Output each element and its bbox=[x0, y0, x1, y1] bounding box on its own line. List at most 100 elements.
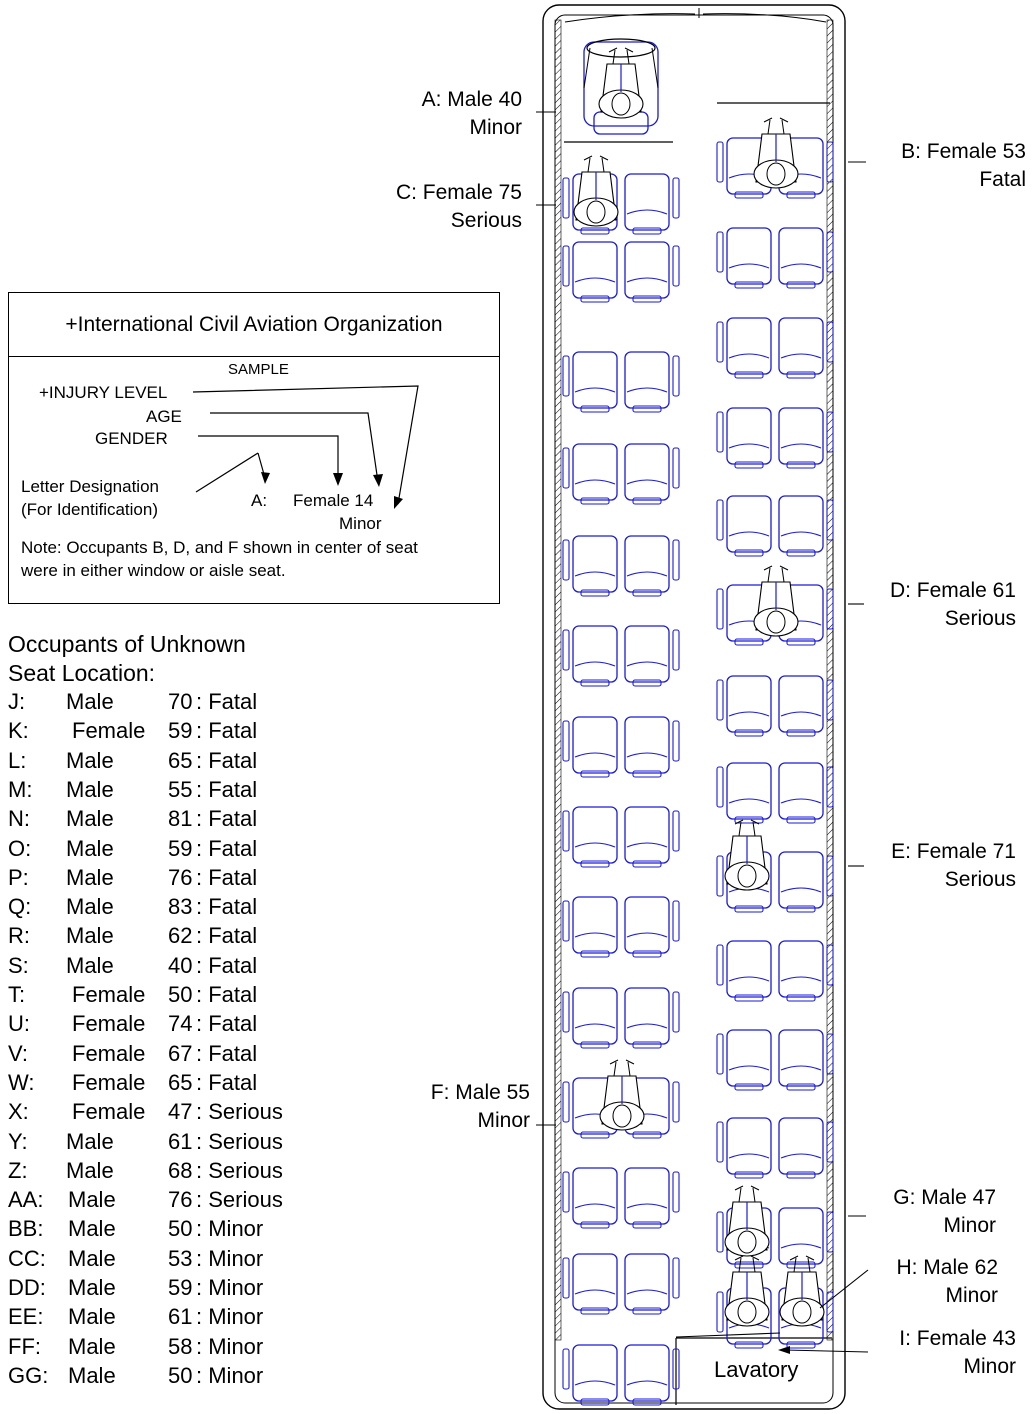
occupant-gender: Male bbox=[68, 1362, 116, 1388]
occupant-injury: : Fatal bbox=[196, 894, 258, 920]
seat bbox=[726, 407, 772, 469]
left-wall-hatch bbox=[554, 19, 562, 1341]
seat bbox=[726, 317, 772, 379]
occupant-id: Z: bbox=[8, 1157, 28, 1183]
occupant-gender: Male bbox=[68, 1245, 116, 1271]
occupant-id: X: bbox=[8, 1099, 29, 1125]
seat bbox=[572, 987, 618, 1049]
occupant-gender: Female bbox=[72, 1069, 146, 1095]
seat bbox=[572, 241, 618, 303]
callout-e-label: E: Female 71 bbox=[891, 840, 1016, 863]
occupant-id: CC: bbox=[8, 1245, 46, 1271]
legend-example-letter: A: bbox=[251, 491, 268, 510]
callout-i: I: Female 43 Minor bbox=[899, 1325, 1016, 1381]
callout-f-label: F: Male 55 bbox=[430, 1081, 530, 1104]
occupant-gender: Male bbox=[68, 1187, 116, 1213]
legend-injury-level: +INJURY LEVEL bbox=[39, 383, 168, 402]
occupant-age: 74 bbox=[168, 1011, 193, 1037]
seat bbox=[726, 762, 772, 824]
occupant-age: 83 bbox=[168, 894, 193, 920]
seat-pair-left bbox=[562, 1167, 680, 1229]
legend-age: AGE bbox=[146, 407, 182, 426]
occupant-figures bbox=[573, 47, 825, 1327]
seat bbox=[778, 407, 824, 469]
occupant-a bbox=[598, 47, 644, 119]
occupant-gender: Male bbox=[66, 689, 114, 714]
unknown-heading-line1: Occupants of Unknown bbox=[8, 631, 246, 657]
attendant-seat bbox=[583, 38, 659, 135]
occupant-injury: : Minor bbox=[196, 1304, 264, 1330]
occupant-gender: Male bbox=[66, 776, 114, 802]
occupant-id: DD: bbox=[8, 1275, 46, 1300]
front-panel-right bbox=[702, 13, 827, 23]
seat bbox=[778, 1207, 824, 1269]
occupant-age: 59 bbox=[168, 835, 193, 861]
occupant-injury: : Fatal bbox=[196, 776, 258, 802]
callout-g-label: G: Male 47 bbox=[893, 1186, 996, 1209]
callout-leaders bbox=[536, 111, 869, 1354]
seat bbox=[778, 227, 824, 289]
seat bbox=[778, 851, 824, 913]
legend-gender: GENDER bbox=[95, 429, 168, 448]
occupant-age: 50 bbox=[168, 1362, 193, 1388]
legend-sample-box: SAMPLE +INJURY LEVEL AGE GENDER Letter D… bbox=[8, 356, 500, 604]
callout-h: H: Male 62 Minor bbox=[896, 1254, 998, 1310]
seat-pair-left bbox=[562, 1344, 680, 1406]
occupant-age: 70 bbox=[168, 689, 193, 714]
seat-pair-right bbox=[716, 675, 834, 737]
occupant-id: T: bbox=[8, 982, 26, 1007]
unknown-heading-line2: Seat Location: bbox=[8, 660, 156, 686]
seat-pair-right bbox=[716, 1029, 834, 1091]
seat bbox=[572, 1167, 618, 1229]
seat bbox=[624, 987, 670, 1049]
callout-b-label: B: Female 53 bbox=[901, 140, 1026, 163]
callout-h-label: H: Male 62 bbox=[896, 1256, 998, 1279]
seat bbox=[624, 806, 670, 868]
callout-h-injury: Minor bbox=[945, 1284, 998, 1307]
occupant-b bbox=[753, 117, 799, 189]
legend-note-line2: were in either window or aisle seat. bbox=[21, 561, 286, 580]
seat bbox=[726, 495, 772, 557]
callout-a-label: A: Male 40 bbox=[421, 88, 522, 111]
occupant-injury: : Minor bbox=[196, 1333, 264, 1359]
occupant-gender: Male bbox=[66, 1128, 114, 1154]
leader-line bbox=[784, 1349, 869, 1353]
seat-pair-left bbox=[562, 535, 680, 597]
occupant-i bbox=[779, 1255, 825, 1327]
callout-e: E: Female 71 Serious bbox=[891, 838, 1016, 894]
occupant-age: 58 bbox=[168, 1333, 193, 1359]
callout-e-injury: Serious bbox=[944, 868, 1016, 891]
seat bbox=[726, 1117, 772, 1179]
occupant-injury: : Fatal bbox=[196, 1069, 258, 1095]
seat bbox=[778, 1117, 824, 1179]
occupant-injury: : Minor bbox=[196, 1275, 264, 1300]
occupant-injury: : Serious bbox=[196, 1157, 283, 1183]
occupant-gender: Male bbox=[66, 835, 114, 861]
occupant-age: 61 bbox=[168, 1128, 193, 1154]
seat bbox=[624, 1167, 670, 1229]
callout-a: A: Male 40 Minor bbox=[422, 86, 522, 142]
occupant-age: 81 bbox=[168, 806, 193, 832]
occupant-h bbox=[724, 1255, 770, 1327]
occupant-id: N: bbox=[8, 806, 30, 832]
occupant-injury: : Fatal bbox=[196, 952, 258, 978]
callout-b-injury: Fatal bbox=[979, 168, 1026, 191]
occupant-gender: Male bbox=[66, 1157, 114, 1183]
occupant-age: 76 bbox=[168, 864, 193, 890]
leader-arrowhead bbox=[778, 1346, 790, 1354]
occupant-age: 62 bbox=[168, 923, 193, 949]
seat-pair-left bbox=[562, 716, 680, 778]
callout-i-label: I: Female 43 bbox=[899, 1327, 1016, 1350]
seat bbox=[572, 443, 618, 505]
front-panel-left bbox=[564, 13, 696, 23]
seat bbox=[624, 716, 670, 778]
seat bbox=[624, 173, 670, 235]
occupant-injury: : Fatal bbox=[196, 1011, 258, 1037]
callout-c-injury: Serious bbox=[450, 209, 522, 232]
occupant-gender: Male bbox=[68, 1333, 116, 1359]
occupant-id: L: bbox=[8, 747, 27, 773]
seat-pair-right bbox=[716, 317, 834, 379]
occupant-g bbox=[724, 1185, 770, 1257]
occupant-id: S: bbox=[8, 952, 29, 978]
